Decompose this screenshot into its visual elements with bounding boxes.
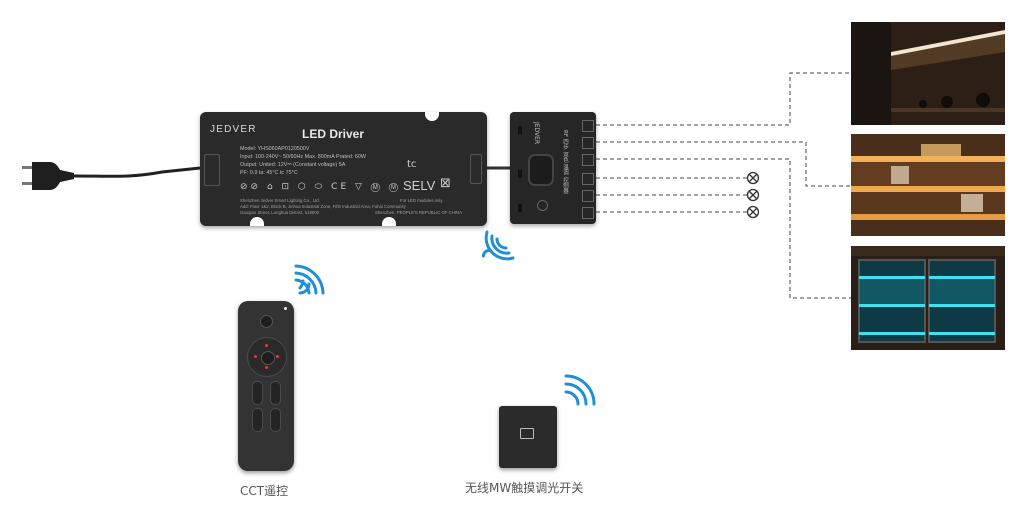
module-pin: [518, 126, 522, 134]
lamp-icon: [748, 173, 759, 184]
wifi-icon-remote: [296, 266, 323, 293]
scene-photo-cyan-cabinet: [851, 246, 1005, 350]
wheel-indicator: [276, 355, 279, 358]
input-terminal: [204, 154, 220, 186]
scene-illustration: [851, 22, 1005, 125]
output-line-3: [596, 159, 851, 298]
cct-down-button[interactable]: [270, 408, 281, 432]
cct-up-button[interactable]: [270, 381, 281, 405]
switch-caption: 无线MW触摸调光开关: [465, 479, 583, 496]
cct-remote[interactable]: [238, 301, 294, 471]
remote-caption: CCT遥控: [240, 482, 288, 499]
driver-footer-left-3: Gaoqiao Street, Longhua District, 518000: [240, 210, 319, 215]
driver-model: Model: YHS060AP0120500V: [240, 146, 309, 152]
certification-marks: ⊘⊘ ⌂ ⊡ ⬡ ⬭ CE ▽ Ⓜ Ⓜ: [240, 182, 401, 192]
lamp-icon: [748, 207, 759, 218]
scene-photo-warm-shelves: [851, 134, 1005, 236]
wheel-indicator: [254, 355, 257, 358]
wifi-icon-module: [486, 232, 513, 259]
module-pin: [518, 204, 522, 212]
module-pin: [518, 170, 522, 178]
driver-title: LED Driver: [302, 127, 364, 141]
power-plug: [22, 156, 74, 196]
wheel-indicator: [265, 344, 268, 347]
tc-mark: tc: [407, 159, 416, 170]
lamp-icons: [748, 173, 759, 218]
driver-footer-left: Shenzhen Jedver Smart Lighting Co., Ltd.: [240, 198, 320, 203]
dimming-wheel[interactable]: [247, 337, 287, 377]
driver-pf: PF: 0.9 ta: 45°C tc 75°C: [240, 170, 298, 176]
driver-footer-right: For LED modules only: [400, 198, 443, 203]
weee-icon: ⊠: [440, 176, 451, 191]
module-terminal: [582, 154, 594, 166]
output-line-1: [596, 73, 851, 125]
driver-footer-left-2: Add: Floor 1&2, Block B, Jinhua Industri…: [240, 204, 406, 209]
output-line-2: [596, 142, 851, 186]
driver-brand: JEDVER: [210, 124, 257, 135]
wifi-icon-switch: [566, 376, 594, 404]
mount-notch: [425, 112, 439, 121]
led-driver: JEDVER LED Driver Model: YHS060AP0120500…: [200, 112, 487, 226]
indicator-led: [284, 307, 287, 310]
touch-dimmer-switch[interactable]: [499, 406, 557, 468]
module-brand: JEDVER: [533, 122, 540, 144]
wifi-icon: [482, 249, 489, 256]
module-terminal: [582, 190, 594, 202]
selv-mark: SELV: [403, 178, 435, 193]
driver-footer-right-2: Shenzhen, PEOPLE'S REPUBLIC OF CHINA: [375, 210, 462, 215]
scene-illustration: [851, 246, 1005, 350]
module-knob[interactable]: [528, 154, 554, 186]
brightness-up-button[interactable]: [252, 381, 263, 405]
mount-notch: [250, 217, 264, 226]
brightness-down-button[interactable]: [252, 408, 263, 432]
mount-notch: [382, 217, 396, 226]
module-label: RF 四步 双色 温调 控制器: [555, 130, 569, 210]
driver-output: Output: United: 12V⎓ (Constant voltage) …: [240, 162, 345, 169]
scene-photo-dark-shelf: [851, 22, 1005, 125]
power-button[interactable]: [260, 315, 273, 328]
module-terminal: [582, 207, 594, 219]
pair-button[interactable]: [537, 200, 548, 211]
scene-illustration: [851, 134, 1005, 236]
module-terminal: [582, 120, 594, 132]
driver-input: Input: 100-240V~ 50/60Hz Max. 800mA Prat…: [240, 154, 366, 160]
output-terminal: [470, 154, 482, 184]
wheel-center-button[interactable]: [261, 351, 275, 365]
module-terminal: [582, 173, 594, 185]
rf-controller-module: JEDVER RF 四步 双色 温调 控制器: [510, 112, 596, 224]
lamp-icon: [748, 190, 759, 201]
module-terminal: [582, 137, 594, 149]
touch-icon: [520, 428, 534, 439]
wheel-indicator: [265, 366, 268, 369]
mains-cable: [74, 168, 200, 176]
